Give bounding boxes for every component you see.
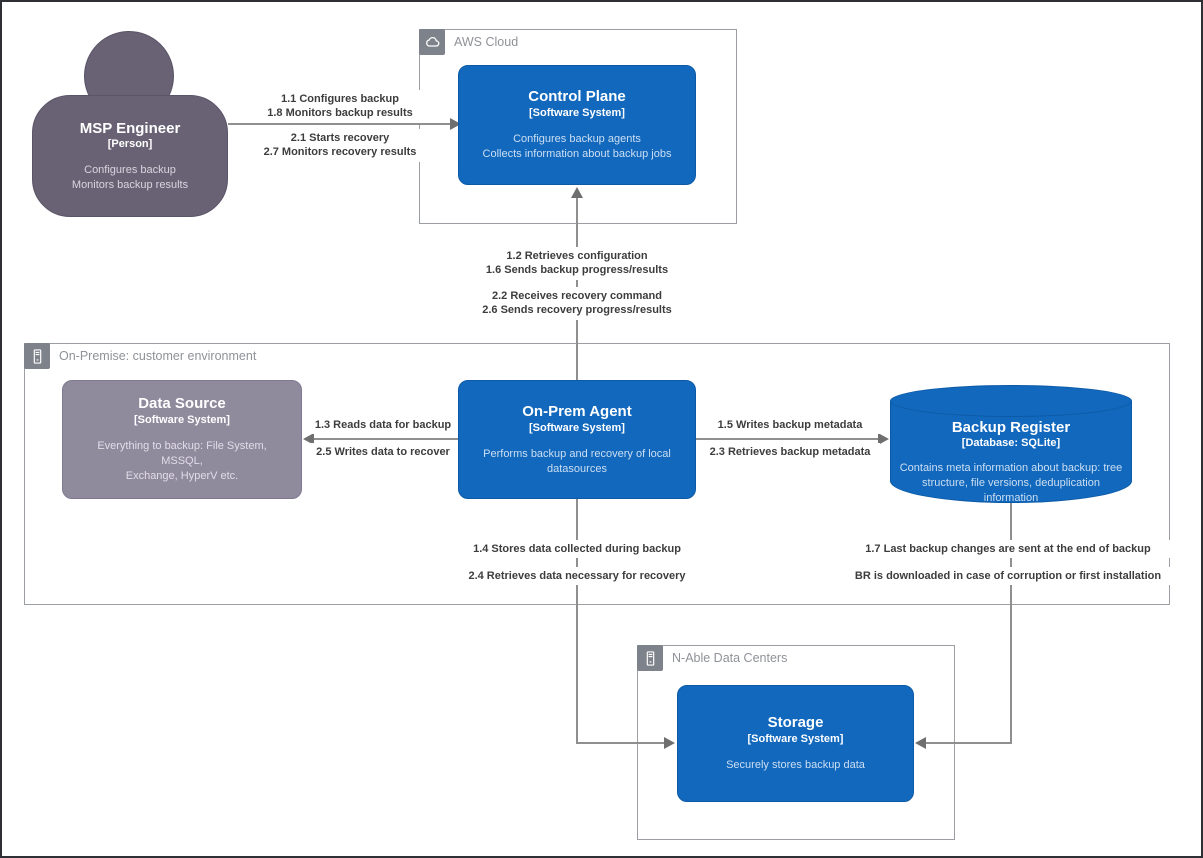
rel-label-register-storage-download: BR is downloaded in case of corruption o…	[827, 567, 1189, 586]
arrowhead-up-icon	[571, 187, 583, 198]
rel-line: 1.3 Reads data for backup	[314, 419, 452, 431]
server-icon	[24, 343, 50, 369]
rel-label-agent-register-write: 1.5 Writes backup metadata	[700, 416, 880, 435]
rel-label-agent-control-recovery: 2.2 Receives recovery command 2.6 Sends …	[427, 287, 727, 320]
rel-line: 1.5 Writes backup metadata	[717, 419, 863, 431]
database-cylinder-top	[890, 385, 1132, 417]
rel-line: 2.6 Sends recovery progress/results	[482, 304, 672, 317]
rel-line: 1.1 Configures backup	[281, 93, 399, 105]
node-title: MSP Engineer	[79, 119, 181, 137]
rel-line: 2.7 Monitors recovery results	[263, 146, 417, 159]
node-type: [Database: SQLite]	[961, 437, 1061, 449]
rel-label-agent-register-read: 2.3 Retrieves backup metadata	[700, 443, 880, 462]
node-on-prem-agent: On-Prem Agent [Software System] Performs…	[458, 380, 696, 499]
node-type: [Software System]	[134, 414, 230, 427]
node-type: [Person]	[107, 137, 153, 150]
rel-line: 1.7 Last backup changes are sent at the …	[865, 543, 1151, 555]
server-icon	[637, 645, 663, 671]
rel-label-agent-storage-store: 1.4 Stores data collected during backup	[452, 540, 702, 559]
node-title: Backup Register	[951, 419, 1071, 436]
node-description: Configures backup agents Collects inform…	[482, 133, 672, 160]
rel-line: 1.6 Sends backup progress/results	[485, 264, 669, 277]
rel-label-engineer-recovery: 2.1 Starts recovery 2.7 Monitors recover…	[230, 129, 450, 162]
rel-label-register-storage-send: 1.7 Last backup changes are sent at the …	[827, 540, 1189, 559]
rel-line: 2.3 Retrieves backup metadata	[709, 446, 871, 458]
boundary-label-on-premise: On-Premise: customer environment	[59, 349, 257, 363]
rel-line: 1.8 Monitors backup results	[267, 107, 413, 120]
connector-agent-to-storage-horizontal	[576, 742, 666, 744]
node-title: On-Prem Agent	[522, 402, 632, 420]
arrowhead-left-icon	[303, 433, 314, 445]
node-type: [Software System]	[529, 107, 625, 120]
arrowhead-right-icon	[878, 433, 889, 445]
rel-line: 1.4 Stores data collected during backup	[473, 543, 681, 555]
rel-line: 2.2 Receives recovery command	[492, 290, 662, 302]
boundary-aws-cloud: AWS Cloud	[419, 29, 737, 224]
rel-label-engineer-backup: 1.1 Configures backup 1.8 Monitors backu…	[230, 90, 450, 123]
boundary-label-nable: N-Able Data Centers	[672, 651, 788, 665]
rel-label-agent-control-backup: 1.2 Retrieves configuration 1.6 Sends ba…	[427, 247, 727, 280]
arrowhead-right-icon	[664, 737, 675, 749]
arrowhead-left-icon	[915, 737, 926, 749]
rel-line: 2.5 Writes data to recover	[316, 446, 450, 458]
node-type: [Software System]	[529, 421, 625, 434]
rel-line: BR is downloaded in case of corruption o…	[854, 570, 1162, 582]
boundary-on-premise: On-Premise: customer environment	[24, 343, 1170, 605]
rel-label-agent-datasource-write: 2.5 Writes data to recover	[303, 443, 463, 462]
rel-line: 1.2 Retrieves configuration	[506, 250, 648, 262]
connector-agent-to-datasource	[311, 438, 458, 440]
boundary-nable-data-centers: N-Able Data Centers	[637, 645, 955, 840]
cloud-icon	[419, 29, 445, 55]
rel-label-agent-storage-retrieve: 2.4 Retrieves data necessary for recover…	[452, 567, 702, 586]
node-storage: Storage [Software System] Securely store…	[677, 685, 914, 802]
node-backup-register: Backup Register [Database: SQLite] Conta…	[890, 385, 1132, 504]
node-description: Everything to backup: File System, MSSQL…	[97, 440, 267, 482]
node-data-source: Data Source [Software System] Everything…	[62, 380, 302, 499]
node-title: Data Source	[138, 395, 226, 413]
arrowhead-right-icon	[450, 118, 461, 130]
node-msp-engineer: MSP Engineer [Person] Configures backup …	[32, 95, 228, 217]
node-description: Securely stores backup data	[726, 759, 865, 772]
connector-register-to-storage-vertical	[1010, 502, 1012, 744]
connector-agent-to-register	[696, 438, 881, 440]
node-title: Control Plane	[528, 88, 626, 106]
boundary-label-aws: AWS Cloud	[454, 35, 519, 49]
node-title: Storage	[767, 714, 824, 732]
connector-register-to-storage-horizontal	[923, 742, 1012, 744]
connector-agent-to-storage-vertical	[576, 499, 578, 744]
rel-label-agent-datasource-read: 1.3 Reads data for backup	[303, 416, 463, 435]
database-cylinder-body	[890, 401, 1132, 503]
connector-engineer-to-controlplane	[228, 123, 454, 125]
node-description: Performs backup and recovery of local da…	[483, 447, 671, 475]
rel-line: 2.4 Retrieves data necessary for recover…	[468, 570, 686, 582]
node-control-plane: Control Plane [Software System] Configur…	[458, 65, 696, 185]
node-description: Contains meta information about backup: …	[899, 462, 1123, 504]
node-description: Configures backup Monitors backup result…	[71, 163, 189, 191]
rel-line: 2.1 Starts recovery	[290, 132, 390, 144]
node-type: [Software System]	[747, 733, 844, 746]
